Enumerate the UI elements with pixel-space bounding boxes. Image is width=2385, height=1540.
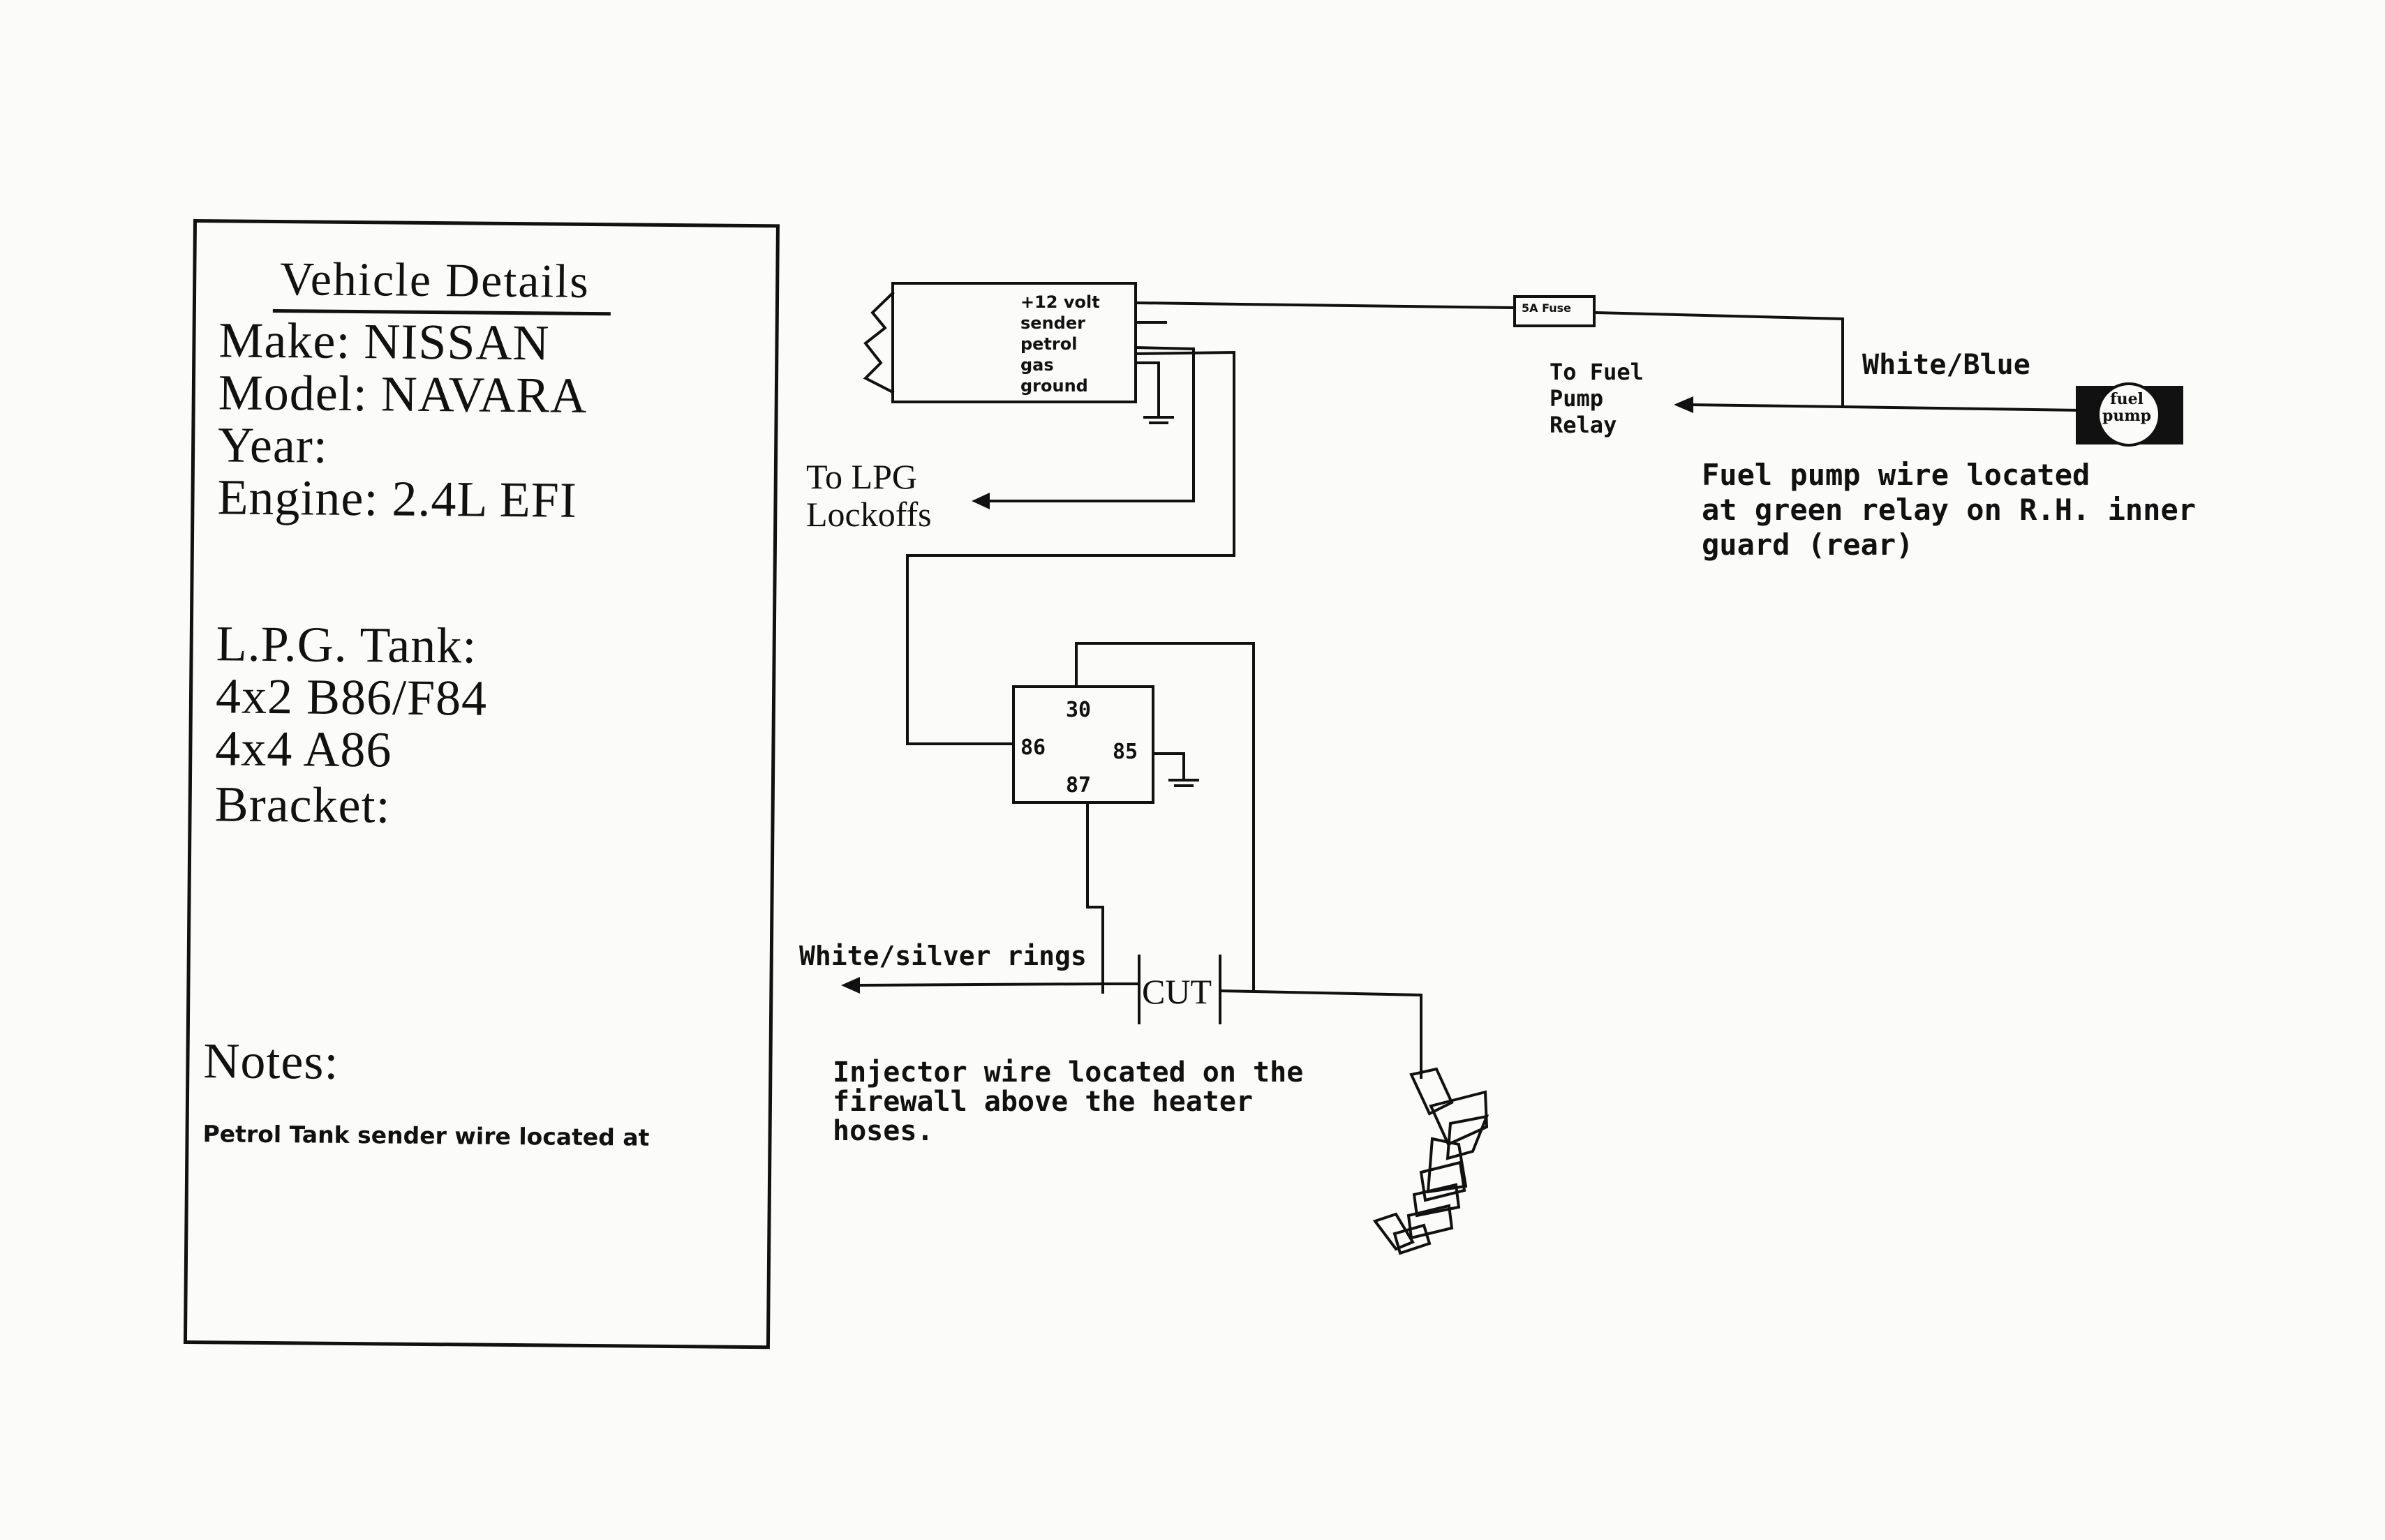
- sender-terminal-labels: +12 volt sender petrol gas ground: [1020, 292, 1100, 396]
- arrow-to-fuel-pump-relay: [1674, 396, 1693, 413]
- to-lpg-lockoffs-label: To LPG Lockoffs: [806, 457, 932, 534]
- relay-pin-87: 87: [1066, 773, 1092, 798]
- fuel-pump-label: fuel pump: [2102, 390, 2152, 425]
- cut-label: CUT: [1142, 972, 1212, 1011]
- injector-drawing: [1372, 1067, 1489, 1255]
- sender-plug: [863, 291, 895, 394]
- sender-unit-box: [891, 282, 1137, 403]
- white-blue-label: White/Blue: [1862, 349, 2030, 381]
- fuel-pump-note: Fuel pump wire located at green relay on…: [1702, 458, 2197, 562]
- white-silver-rings-label: White/silver rings: [799, 941, 1087, 971]
- relay-box: [1012, 685, 1154, 804]
- relay-pin-30: 30: [1066, 698, 1092, 722]
- relay-pin-86: 86: [1020, 735, 1046, 760]
- terminal-gas: gas: [1020, 355, 1054, 375]
- arrow-white-silver-rings: [841, 977, 860, 994]
- arrow-to-lockoffs: [972, 493, 990, 509]
- relay-pin-85: 85: [1113, 740, 1138, 764]
- terminal-petrol: petrol: [1020, 334, 1078, 354]
- terminal-12-volt: +12 volt: [1020, 292, 1100, 312]
- terminal-sender: sender: [1020, 313, 1085, 333]
- terminal-ground: ground: [1020, 376, 1088, 396]
- to-fuel-pump-relay-label: To Fuel Pump Relay: [1550, 359, 1644, 438]
- injector-note: Injector wire located on the firewall ab…: [833, 1056, 1304, 1147]
- fuse-label: 5A Fuse: [1522, 301, 1571, 315]
- fuel-pump-circle: [2097, 382, 2161, 447]
